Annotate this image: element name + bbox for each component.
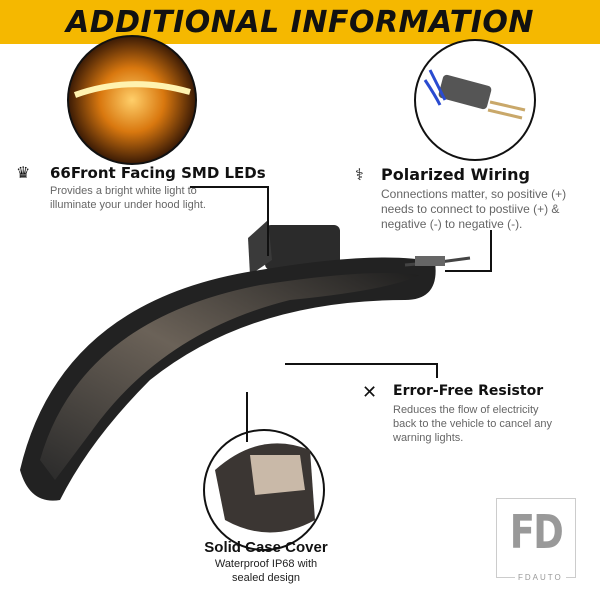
tools-icon: ✕ bbox=[362, 382, 378, 402]
feature-title: Solid Case Cover bbox=[204, 539, 328, 556]
wiring-icon: ⚕ bbox=[355, 167, 364, 184]
leader-line-wiring bbox=[490, 230, 492, 272]
header-banner: ADDITIONAL INFORMATION bbox=[0, 0, 600, 44]
light-icon: ♛ bbox=[16, 165, 31, 182]
feature-title: 66Front Facing SMD LEDs bbox=[50, 164, 266, 182]
leader-line-resistor bbox=[285, 363, 437, 365]
feature-description: Provides a bright white light to illumin… bbox=[50, 185, 206, 211]
feature-description: Connections matter, so positive (+) need… bbox=[381, 187, 567, 231]
logo-mark: FD bbox=[509, 505, 564, 559]
feature-title: Polarized Wiring bbox=[381, 165, 530, 184]
brand-logo: FD FDAUTO bbox=[496, 498, 576, 582]
banner-title: ADDITIONAL INFORMATION bbox=[65, 4, 534, 40]
logo-name: FDAUTO bbox=[515, 573, 566, 582]
feature-title: Error-Free Resistor bbox=[393, 383, 544, 399]
feature-description: Waterproof IP68 with sealed design bbox=[214, 558, 318, 584]
leader-line-leds bbox=[190, 186, 268, 188]
leader-line-case bbox=[246, 392, 248, 442]
led-detail-circle bbox=[67, 35, 197, 165]
feature-description: Reduces the flow of electricity back to … bbox=[393, 404, 552, 444]
